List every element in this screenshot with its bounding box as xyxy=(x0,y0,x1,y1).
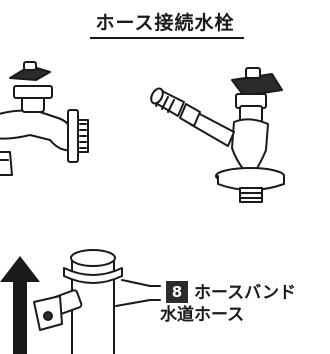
up-arrow-icon xyxy=(0,256,40,354)
part-number-badge: 8 xyxy=(166,281,188,303)
hose-assembly-illustration xyxy=(33,249,161,354)
title-underline xyxy=(90,37,244,39)
right-faucet-illustration xyxy=(150,67,285,203)
page-title: ホース接続水栓 xyxy=(95,12,235,34)
hose-band-text: ホースバンド xyxy=(194,283,296,303)
water-hose-label: 水道ホース xyxy=(160,305,245,325)
left-faucet-illustration xyxy=(0,61,89,176)
hose-band-label: 8 ホースバンド xyxy=(166,278,296,303)
